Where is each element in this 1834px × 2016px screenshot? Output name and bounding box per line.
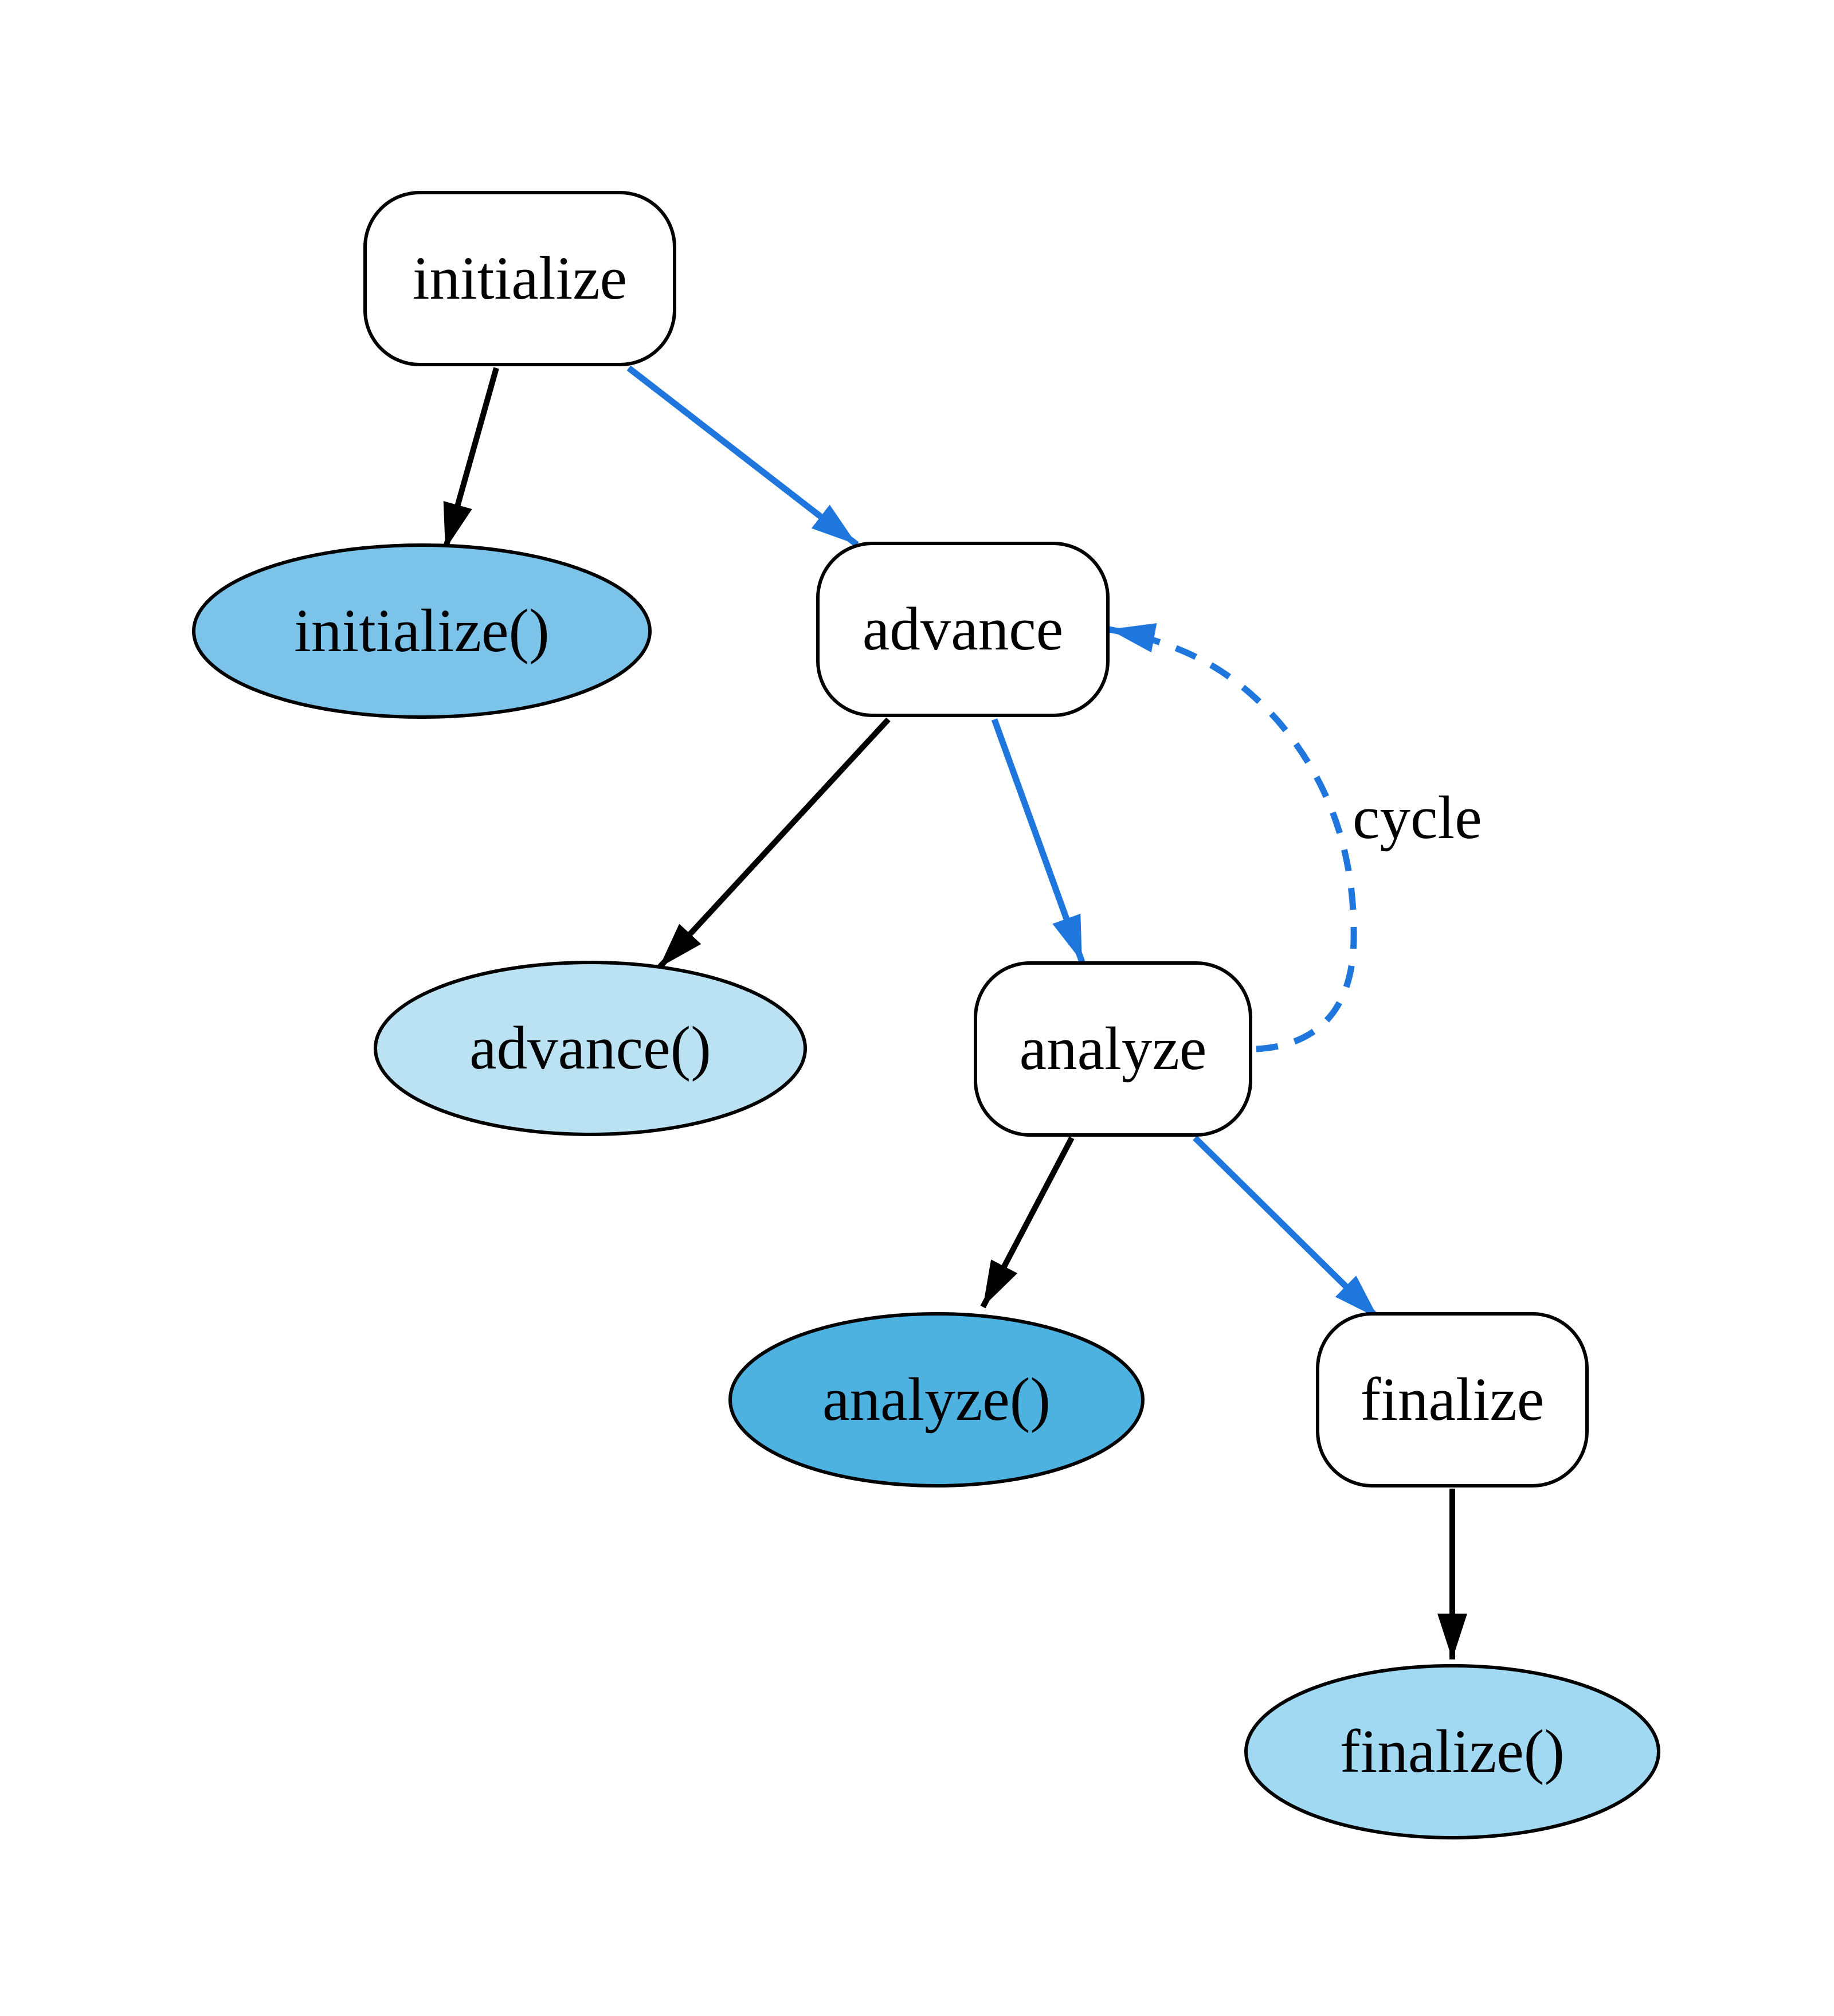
state-box xyxy=(1316,1312,1589,1487)
edge-analyze-to-analyze-fn xyxy=(980,1136,1075,1309)
edge-initialize-to-initialize-fn xyxy=(442,367,499,550)
state-box xyxy=(974,961,1252,1137)
node-label: initialize xyxy=(413,245,627,312)
edge-analyze-to-finalize xyxy=(1193,1136,1381,1321)
edge-label-cycle: cycle xyxy=(1353,784,1482,852)
edge-layer xyxy=(442,365,1467,1659)
state-box xyxy=(363,191,676,366)
node-analyze-fn: analyze() xyxy=(728,1312,1145,1487)
function-ellipse xyxy=(374,961,807,1136)
node-label: finalize() xyxy=(1340,1718,1565,1786)
edge-advance-to-analyze xyxy=(991,718,1085,963)
edge-advance-to-advance-fn xyxy=(657,717,891,970)
node-analyze: analyze xyxy=(974,961,1252,1137)
function-ellipse xyxy=(1244,1664,1660,1839)
node-label: advance() xyxy=(469,1015,711,1082)
node-label: finalize xyxy=(1361,1366,1545,1434)
node-layer: initialize advance analyze finalize initiali… xyxy=(192,191,1660,1839)
node-finalize-fn: finalize() xyxy=(1244,1664,1660,1839)
node-label: advance xyxy=(863,596,1063,663)
function-ellipse xyxy=(192,543,652,719)
node-advance: advance xyxy=(816,542,1110,717)
node-initialize-fn: initialize() xyxy=(192,543,652,719)
node-label: initialize() xyxy=(294,597,550,665)
function-ellipse xyxy=(728,1312,1145,1487)
state-box xyxy=(816,542,1110,717)
edge-analyze-to-advance xyxy=(1108,623,1357,1052)
edge-initialize-to-advance xyxy=(626,365,859,547)
node-label: analyze() xyxy=(822,1366,1051,1434)
node-advance-fn: advance() xyxy=(374,961,807,1136)
node-finalize: finalize xyxy=(1316,1312,1589,1487)
node-label: analyze xyxy=(1020,1015,1207,1083)
node-initialize: initialize xyxy=(363,191,676,366)
